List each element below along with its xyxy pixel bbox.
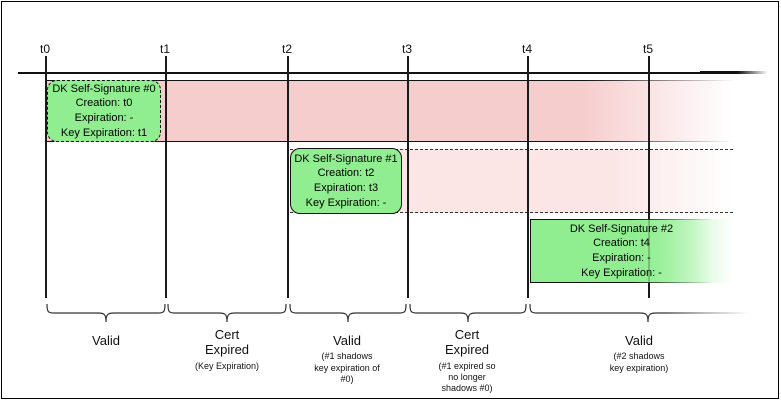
segment-3-line1: Cert	[454, 327, 480, 342]
brace-segment-0	[46, 303, 166, 323]
tick-line-t2	[287, 56, 289, 298]
brace-segment-1	[167, 303, 287, 323]
signature-box-1: DK Self-Signature #1 Creation: t2 Expira…	[290, 148, 402, 214]
signature-0-expiration: Expiration: -	[74, 112, 134, 124]
tick-line-t1	[165, 56, 167, 298]
tick-label-t4: t4	[521, 42, 533, 56]
segment-label-1: Cert Expired (Key Expiration)	[195, 327, 259, 372]
signature-0-creation: Creation: t0	[75, 97, 133, 110]
tick-label-t2: t2	[281, 42, 293, 56]
segment-4-line1: Valid	[625, 333, 653, 348]
signature-0-title: DK Self-Signature #0	[52, 82, 156, 95]
tick-line-t0	[45, 56, 47, 298]
signature-1-title: DK Self-Signature #1	[294, 152, 398, 165]
tick-label-t5: t5	[642, 42, 654, 56]
signature-box-0: DK Self-Signature #0 Creation: t0 Expira…	[47, 80, 161, 142]
signature-box-2: DK Self-Signature #2 Creation: t4 Expira…	[530, 219, 712, 283]
segment-2-note: (#1 shadows key expiration of #0)	[314, 351, 380, 384]
signature-2-title: DK Self-Signature #2	[569, 222, 674, 235]
segment-label-4: Valid (#2 shadows key expiration)	[610, 333, 669, 374]
signature-2-expiration: Expiration: -	[592, 252, 651, 264]
tick-label-t0: t0	[39, 42, 51, 56]
tick-line-t5	[648, 56, 650, 298]
tick-line-t4	[527, 56, 529, 298]
segment-3-note: (#1 expired so no longer shadows #0)	[438, 360, 496, 394]
segment-3-line2: Expired	[444, 342, 490, 358]
tick-label-t3: t3	[401, 42, 413, 56]
signature-1-key-expiration: Key Expiration: -	[305, 196, 387, 209]
signature-2-key-expiration: Key Expiration: -	[581, 266, 662, 279]
segment-label-0: Valid	[92, 333, 120, 351]
tick-line-t3	[407, 56, 409, 298]
segment-1-line1: Cert	[214, 327, 240, 342]
brace-segment-2	[289, 303, 407, 323]
segment-0-line1: Valid	[92, 333, 120, 348]
signature-1-expiration: Expiration: t3	[313, 182, 379, 194]
signature-2-creation: Creation: t4	[593, 237, 650, 250]
signature-1-creation: Creation: t2	[317, 167, 375, 180]
segment-label-3: Cert Expired (#1 expired so no longer sh…	[438, 327, 495, 394]
segment-4-note: (#2 shadows key expiration)	[609, 351, 669, 373]
brace-segment-3	[409, 303, 527, 323]
timeline-axis	[18, 72, 718, 74]
segment-1-note: (Key Expiration)	[194, 360, 260, 371]
segment-2-line1: Valid	[333, 333, 361, 348]
segment-label-2: Valid (#1 shadows key expiration of #0)	[314, 333, 380, 385]
segment-1-line2: Expired	[204, 342, 250, 358]
brace-segment-4	[529, 303, 750, 323]
signature-0-key-expiration: Key Expiration: t1	[60, 126, 148, 139]
band-signature-0-coverage	[47, 80, 733, 142]
tick-label-t1: t1	[159, 42, 171, 56]
timeline-axis-fade	[700, 71, 768, 74]
